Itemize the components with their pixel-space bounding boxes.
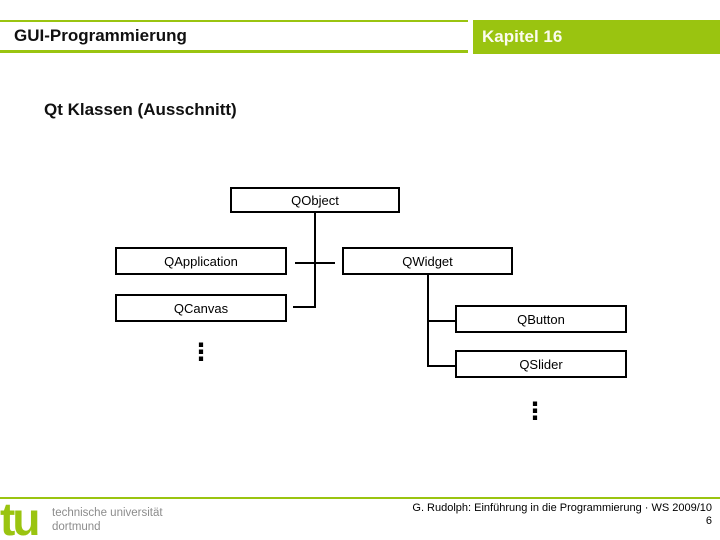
footer-credit-block: G. Rudolph: Einführung in die Programmie… <box>412 502 712 528</box>
footer-credit: G. Rudolph: Einführung in die Programmie… <box>412 502 712 514</box>
class-node-label: QCanvas <box>173 300 229 316</box>
page-number: 6 <box>705 515 712 527</box>
university-name-line2: dortmund <box>52 521 101 533</box>
header-chapter-label: Kapitel 16 <box>482 27 563 46</box>
class-node-label: QWidget <box>402 253 453 269</box>
header-title-bar: GUI-Programmierung <box>0 20 468 53</box>
class-node-qwidget: QWidget <box>342 247 513 275</box>
class-node-qapplication: QApplication <box>115 247 287 275</box>
page-title: Qt Klassen (Ausschnitt) <box>44 100 237 119</box>
connector-qwidget-trunk <box>427 275 429 367</box>
connector-qslider-branch <box>429 365 455 367</box>
tu-dortmund-logo: tu <box>0 493 40 540</box>
class-node-qbutton: QButton <box>455 305 627 333</box>
header-chapter-bar: Kapitel 16 <box>473 20 720 54</box>
class-node-label: QApplication <box>164 253 238 269</box>
university-name-line1: technische universität <box>52 507 163 519</box>
class-node-qslider: QSlider <box>455 350 627 378</box>
connector-qcanvas-elbow <box>293 306 316 308</box>
class-node-label: QButton <box>517 311 565 327</box>
footer-divider <box>0 497 720 499</box>
class-node-label: QObject <box>291 192 339 208</box>
class-node-label: QSlider <box>519 356 563 372</box>
class-node-qobject: QObject <box>230 187 400 213</box>
vertical-ellipsis-icon: ⋮ <box>189 338 213 366</box>
vertical-ellipsis-icon: ⋮ <box>523 397 547 425</box>
university-name: technische universität dortmund <box>52 506 163 534</box>
connector-qobject-trunk <box>314 213 316 308</box>
connector-qapplication-qwidget <box>295 262 335 264</box>
header-title: GUI-Programmierung <box>14 26 187 45</box>
class-node-qcanvas: QCanvas <box>115 294 287 322</box>
connector-qbutton-branch <box>429 320 455 322</box>
